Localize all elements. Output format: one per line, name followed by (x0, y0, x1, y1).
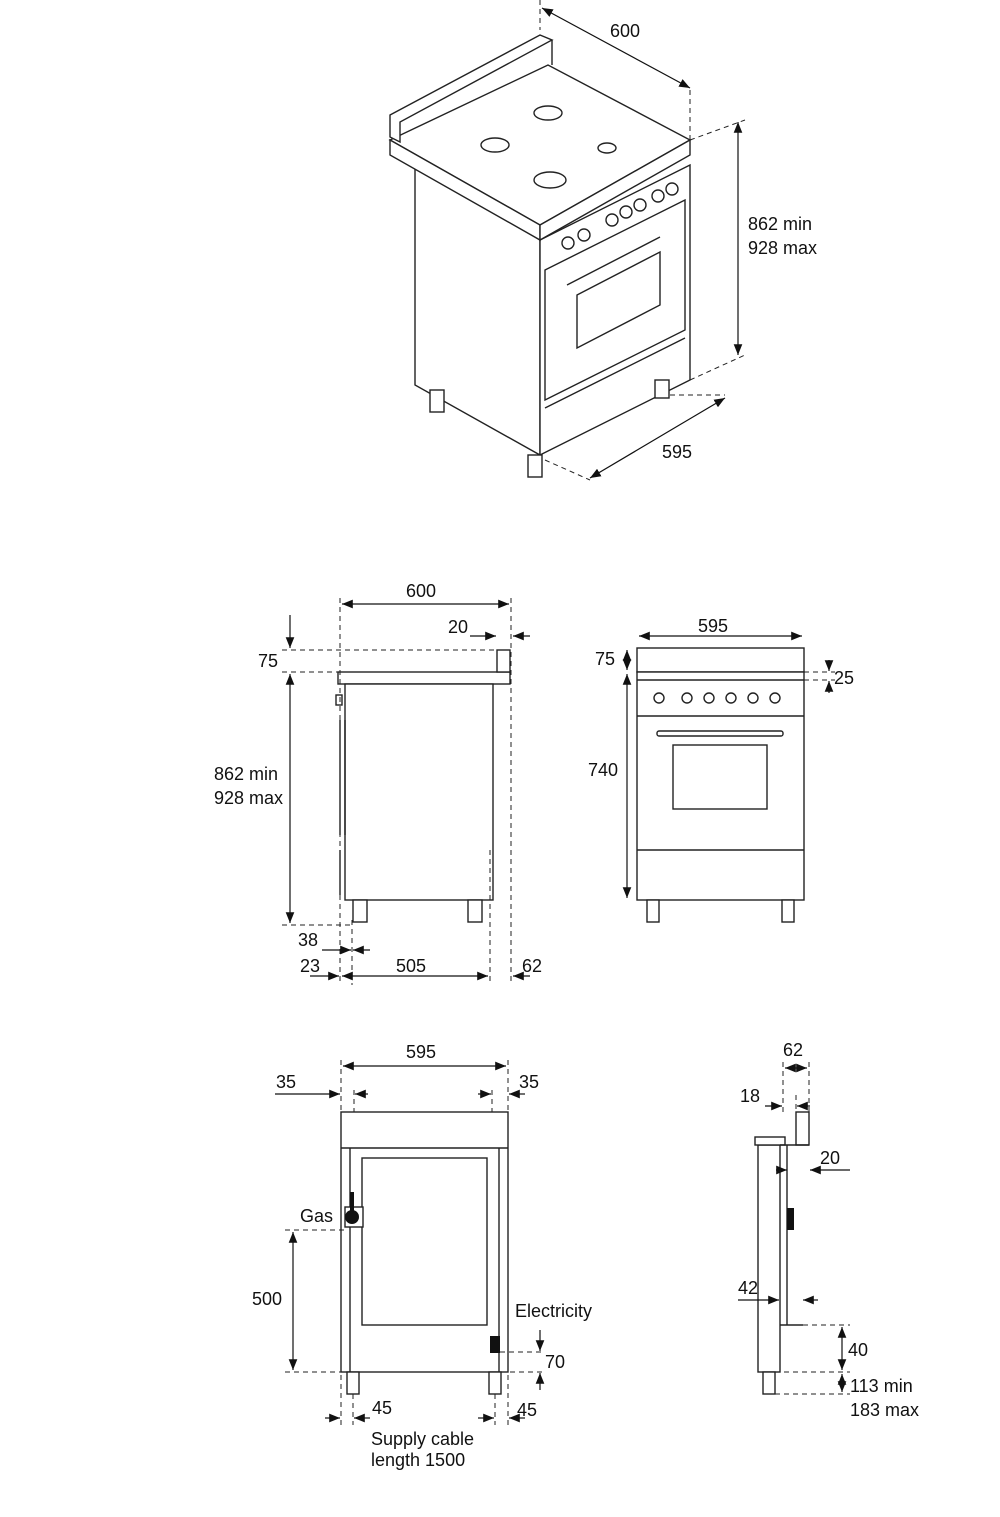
side-rear-offset: 62 (522, 956, 542, 976)
control-knobs (561, 182, 679, 250)
rear-width-label: 595 (406, 1042, 436, 1062)
side-foot-offset-23: 23 (300, 956, 320, 976)
rear-view: 595 35 35 Gas 500 Electricity 70 45 45 S… (252, 1042, 592, 1470)
side-foot-offset-38: 38 (298, 930, 318, 950)
rear-electricity-height: 70 (545, 1352, 565, 1372)
detail-offset-42: 42 (738, 1278, 758, 1298)
side-height-min: 862 min (214, 764, 278, 784)
gas-connector-icon (345, 1210, 359, 1224)
front-control-knobs (653, 692, 781, 704)
cable-note-line2: length 1500 (371, 1450, 465, 1470)
detail-offset-20: 20 (820, 1148, 840, 1168)
side-width-label: 600 (406, 581, 436, 601)
detail-foot-max: 183 max (850, 1400, 919, 1420)
gas-label: Gas (300, 1206, 333, 1226)
iso-height-max: 928 max (748, 238, 817, 258)
iso-height-min: 862 min (748, 214, 812, 234)
iso-width-label: 600 (610, 21, 640, 41)
front-panel-offset: 25 (834, 668, 854, 688)
detail-total-depth: 62 (783, 1040, 803, 1060)
rear-gas-height: 500 (252, 1289, 282, 1309)
electricity-connector-icon (490, 1336, 500, 1353)
isometric-view: 600 862 min 928 max 595 (388, 0, 817, 481)
front-backguard-height: 75 (595, 649, 615, 669)
side-backguard-depth: 20 (448, 617, 468, 637)
electricity-label: Electricity (515, 1301, 592, 1321)
side-backguard-height: 75 (258, 651, 278, 671)
detail-backguard: 18 (740, 1086, 760, 1106)
front-width-label: 595 (698, 616, 728, 636)
rear-left-margin: 35 (276, 1072, 296, 1092)
iso-depth-label: 595 (662, 442, 692, 462)
rear-left-foot: 45 (372, 1398, 392, 1418)
front-body-height: 740 (588, 760, 618, 780)
side-body-depth: 505 (396, 956, 426, 976)
side-detail-view: 62 18 20 42 40 113 min 183 max (738, 1040, 919, 1420)
rear-right-margin: 35 (519, 1072, 539, 1092)
rear-right-foot: 45 (517, 1400, 537, 1420)
side-height-max: 928 max (214, 788, 283, 808)
side-view: 600 20 75 862 min 928 max 38 23 505 62 (214, 581, 542, 985)
cable-note-line1: Supply cable (371, 1429, 474, 1449)
detail-foot-min: 113 min (850, 1376, 913, 1396)
detail-height-40: 40 (848, 1340, 868, 1360)
front-view: 595 75 740 25 (588, 616, 854, 923)
